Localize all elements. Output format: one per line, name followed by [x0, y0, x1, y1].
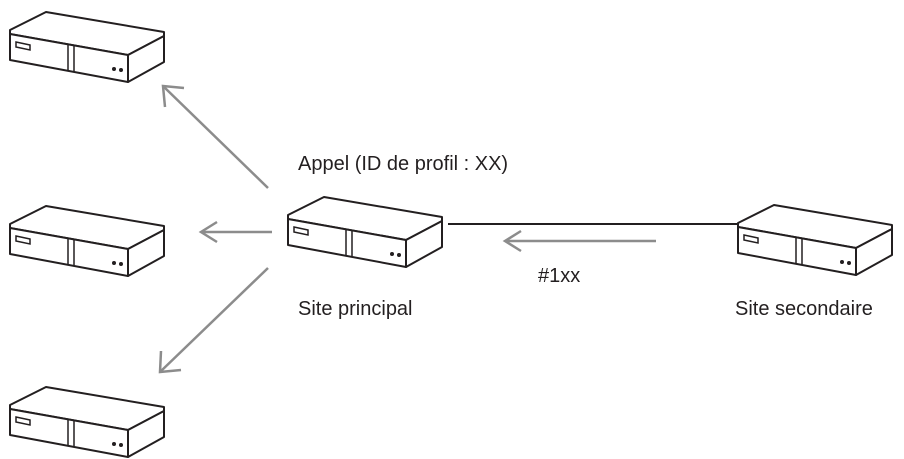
call-arrow-bottom-head — [158, 350, 182, 374]
secondary-site-label: Site secondaire — [735, 298, 873, 320]
call-arrow-middle-head — [198, 220, 218, 244]
call-label: Appel (ID de profil : XX) — [298, 153, 509, 175]
remote-unit-top-icon — [9, 11, 165, 83]
code-label: #1xx — [538, 265, 581, 287]
remote-unit-middle-icon — [9, 205, 165, 277]
remote-unit-bottom-icon — [9, 386, 165, 458]
main-site-label: Site principal — [298, 298, 413, 320]
call-arrow-top — [162, 85, 269, 189]
secondary-site-unit-icon — [737, 204, 893, 276]
call-arrow-top-head — [161, 84, 185, 108]
main-site-unit-icon — [287, 196, 443, 268]
call-arrow-bottom — [159, 267, 269, 373]
code-arrow-head — [502, 229, 522, 253]
